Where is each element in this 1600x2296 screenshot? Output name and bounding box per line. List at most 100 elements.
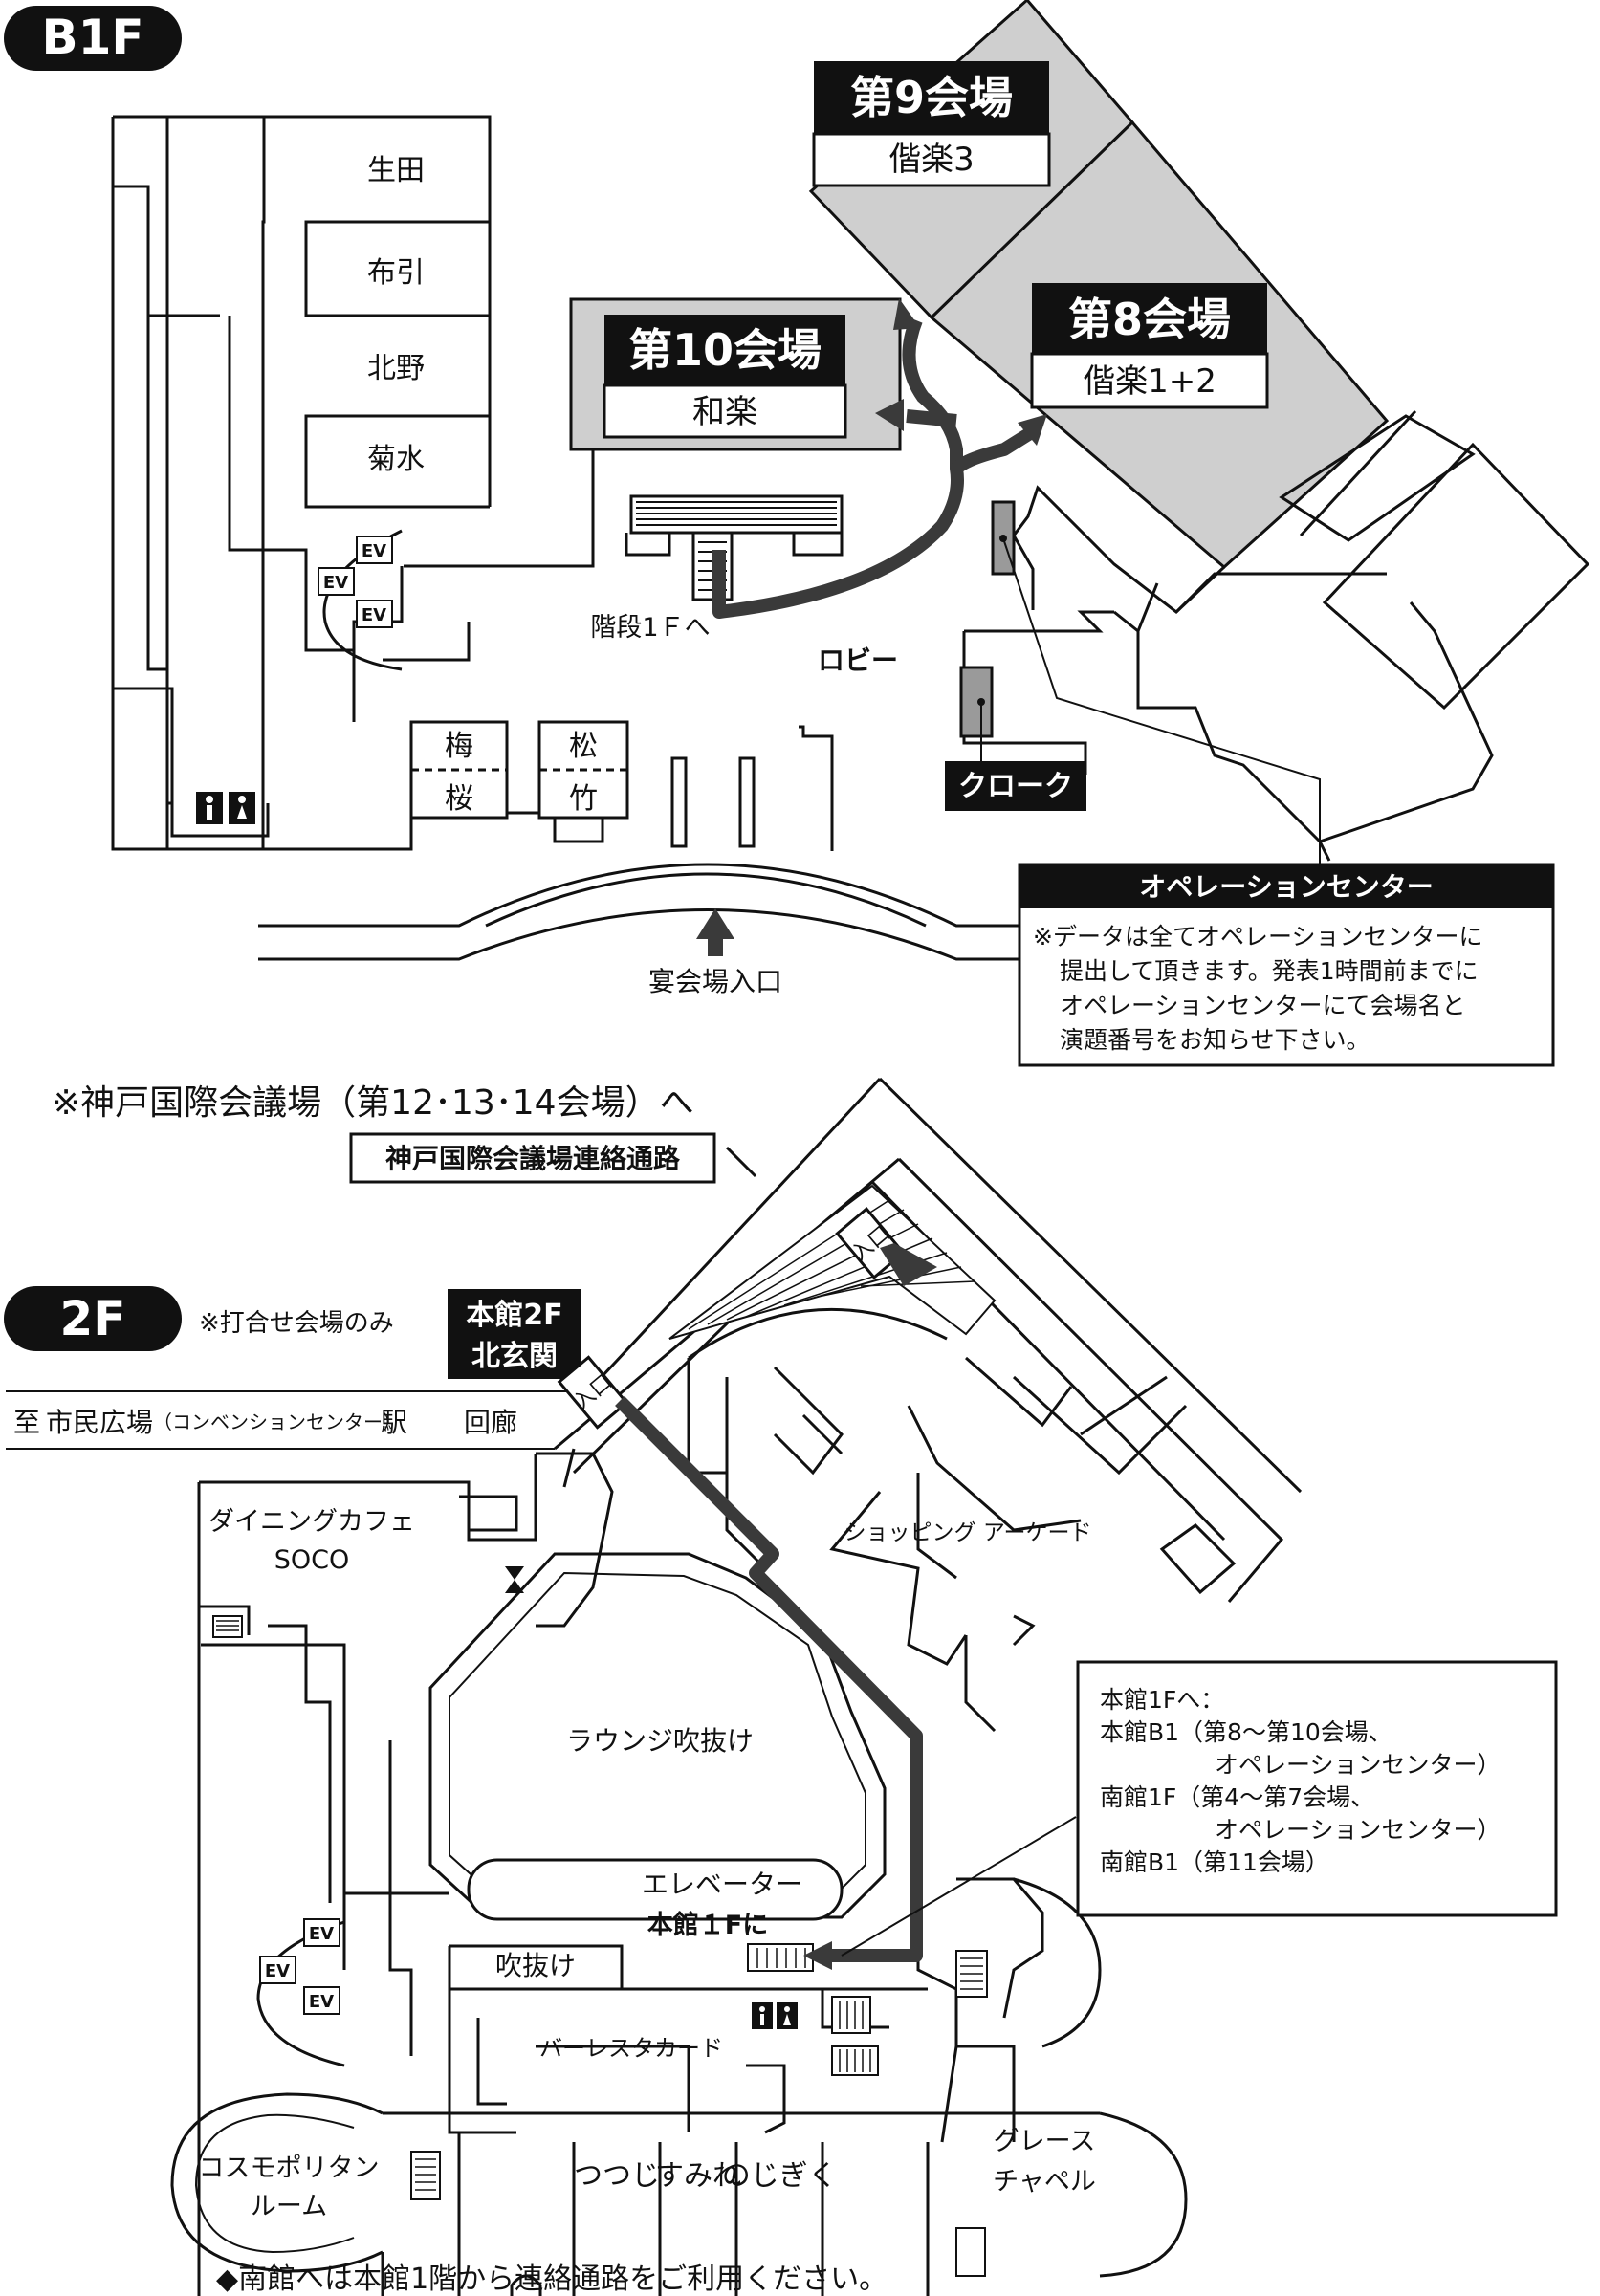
f2-note: ※打合せ会場のみ [199, 1309, 394, 1338]
b1f-floor-badge: B1F [4, 6, 182, 71]
connector-note: ※神戸国際会議場（第12･13･14会場）へ [52, 1083, 694, 1123]
north-entrance-line1: 本館2F [466, 1299, 562, 1332]
info-line-3: オペレーションセンター） [1215, 1751, 1501, 1779]
f2-hatched-corridor [668, 1184, 997, 1340]
shopping-arcade-label: ショッピング アーケード [844, 1520, 1092, 1545]
b1f-ev-label-1: EV [362, 541, 386, 561]
atrium-label: 吹抜け [495, 1950, 576, 1981]
corridor-kairo: 回廊 [464, 1407, 517, 1438]
operation-center-note-3: オペレーションセンターにて会場名と [1060, 992, 1466, 1019]
hall10-label: 第10会場 和楽 [603, 315, 847, 439]
f2-restroom-icon [752, 2002, 798, 2029]
operation-center-note-2: 提出して頂きます。発表1時間前までに [1060, 957, 1479, 985]
operation-center-note-1: ※データは全てオペレーションセンターに [1033, 923, 1482, 951]
b1f-ev-label-2: EV [323, 573, 348, 593]
lounge-atrium [428, 1552, 887, 1919]
f2-southeast-block [831, 1877, 1102, 2143]
cosmo-name-line1: コスモポリタン [199, 2154, 380, 2183]
hall8-title: 第8会場 [1068, 294, 1231, 345]
room-matsu-take: 松 竹 [537, 720, 629, 843]
f2-south-building [170, 2092, 1188, 2296]
corridor-paren: （コンベンションセンター） [153, 1410, 402, 1433]
b1f-banquet-corridor [258, 863, 1023, 961]
hall10-title: 第10会場 [628, 324, 822, 376]
f2-badge-label: 2F [60, 1291, 126, 1346]
b1f-section: B1F EV EV [4, 0, 1590, 1067]
cafe-name-line2: SOCO [274, 1545, 350, 1575]
hall8-sub: 偕楽1+2 [1083, 362, 1216, 401]
room-take: 竹 [569, 782, 598, 816]
hall9-sub: 偕楽3 [888, 141, 975, 179]
banquet-entrance-label: 宴会場入口 [648, 966, 782, 997]
f2-elevator-lobby: EV EV EV [256, 1918, 345, 2067]
north-entrance-line2: 北玄関 [471, 1340, 558, 1373]
hall9-label: 第9会場 偕楽3 [812, 61, 1051, 187]
corridor-prefix: 至 [13, 1407, 40, 1438]
lobby-pillar [670, 756, 688, 848]
corridor-station: 駅 [381, 1407, 407, 1438]
room-ikuta: 生田 [367, 154, 425, 187]
room-kitano: 北野 [367, 352, 425, 385]
chapel-line2: チャペル [993, 2167, 1096, 2197]
info-line-4: 南館1F（第4～第7会場、 [1100, 1783, 1374, 1811]
cloak-text: クローク [958, 770, 1073, 803]
b1f-west-wing-walls [111, 115, 595, 851]
footer-note: ◆南館へは本館1階から連絡通路をご利用ください。 [216, 2263, 888, 2296]
room-sakura: 桜 [445, 782, 473, 816]
b1f-badge-label: B1F [41, 10, 143, 65]
b1f-ev-label-3: EV [362, 605, 386, 625]
hall8-label: 第8会場 偕楽1+2 [1030, 283, 1269, 409]
connector-passage: 神戸国際会議場連絡通路 [385, 1143, 681, 1174]
cosmo-name-line2: ルーム [251, 2192, 327, 2221]
b1f-stairs [625, 494, 844, 601]
b1f-route-arrows [712, 298, 1047, 619]
room-nunobiki: 布引 [367, 256, 425, 290]
room-ume: 梅 [445, 730, 473, 763]
b1f-grey-pillar [959, 666, 994, 738]
f2-ev-label-1: EV [309, 1924, 334, 1944]
cloak-label: クローク [945, 761, 1086, 811]
operation-center-title: オペレーションセンター [1139, 871, 1433, 903]
f2-ev-label-2: EV [265, 1961, 290, 1981]
lobby-label: ロビー [818, 645, 898, 676]
f2-floor-badge: 2F [4, 1286, 182, 1351]
corridor-label: 至 市民広場 （コンベンションセンター） 駅 回廊 [13, 1407, 517, 1438]
north-entrance-label: 本館2F 北玄関 [448, 1289, 581, 1379]
room-ume-sakura: 梅 桜 [409, 720, 509, 820]
info-line-6: 南館B1（第11会場） [1100, 1848, 1329, 1876]
room-sumire: すみれ [655, 2159, 741, 2193]
f2-interior-walls [687, 1307, 1237, 1733]
elevator-band [467, 1858, 844, 1921]
bar-label: バーレスタカード [539, 2035, 723, 2062]
f2-ev-label-3: EV [309, 1992, 334, 2012]
f2-section: 2F ※打合せ会場のみ 本館2F 北玄関 至 市民広場 （コンベンションセンター… [4, 1077, 1558, 2296]
lounge-label: ラウンジ吹抜け [566, 1725, 754, 1757]
hall9-title: 第9会場 [850, 72, 1013, 123]
room-tsutsuji: つつじ [574, 2159, 660, 2193]
corridor-main: 市民広場 [46, 1407, 153, 1438]
f2-atrium-bar-block [448, 1943, 928, 2134]
info-line-1: 本館1Fへ： [1100, 1686, 1224, 1714]
route-info-box: 本館1Fへ： 本館B1（第8～第10会場、 オペレーションセンター） 南館1F（… [1076, 1660, 1558, 1917]
room-kikusui: 菊水 [367, 443, 425, 476]
to-1f-label: 本館１Fに [647, 1910, 768, 1940]
b1f-restroom-icon [196, 792, 255, 824]
lobby-pillar [738, 756, 756, 848]
info-line-2: 本館B1（第8～第10会場、 [1100, 1718, 1392, 1746]
entrance-box-north: 入口 [557, 1355, 629, 1430]
info-line-5: オペレーションセンター） [1215, 1816, 1501, 1844]
hall10-sub: 和楽 [692, 393, 757, 431]
b1f-elevator-lobby: EV EV EV [318, 529, 403, 671]
chapel-line1: グレース [994, 2127, 1096, 2156]
connector-section: ※神戸国際会議場（第12･13･14会場）へ 神戸国際会議場連絡通路 [52, 1083, 716, 1184]
f2-route-arrows [615, 1243, 937, 1970]
entrance-up-arrow [696, 908, 734, 956]
room-matsu: 松 [569, 730, 598, 763]
room-nojigiku: のじぎく [722, 2159, 838, 2193]
elevator-label: エレベーター [642, 1869, 802, 1900]
cafe-name-line1: ダイニングカフェ [208, 1507, 415, 1537]
operation-center-note-4: 演題番号をお知らせ下さい。 [1060, 1026, 1370, 1054]
f2-west-block [197, 1452, 614, 2296]
stairs-to-1f-label: 階段1Ｆへ [590, 613, 710, 643]
